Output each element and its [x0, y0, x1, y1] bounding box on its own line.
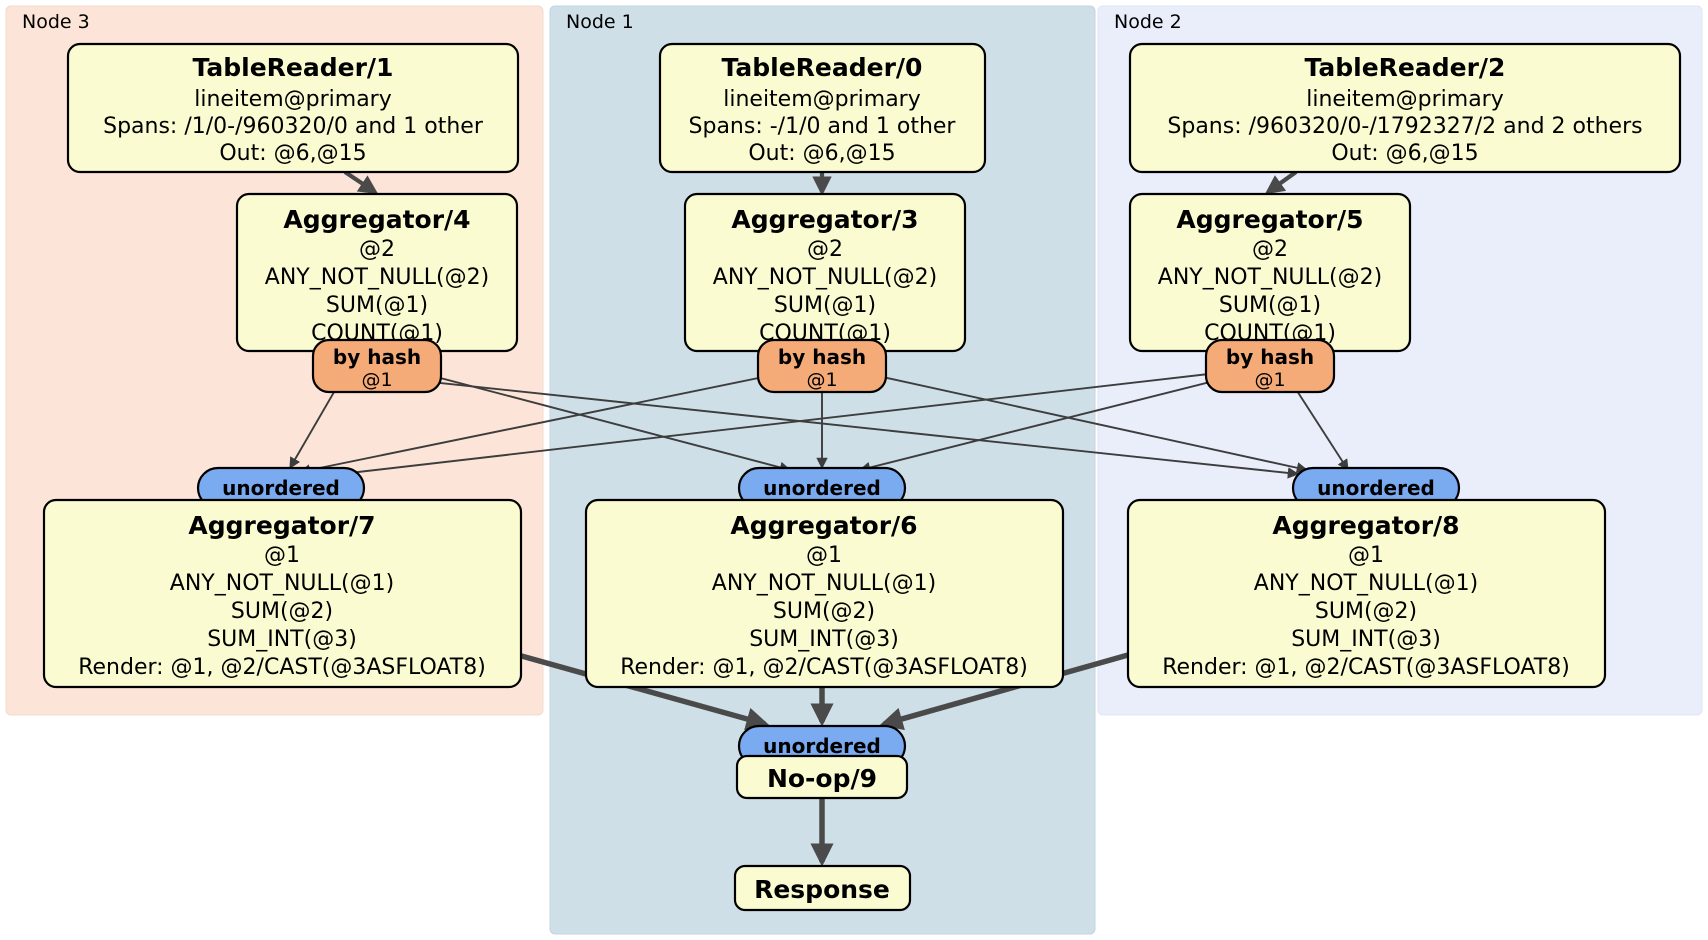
aggregator8-line-4: Render: @1, @2/CAST(@3ASFLOAT8): [1162, 655, 1570, 680]
aggregator3-line-2: SUM(@1): [774, 293, 876, 318]
aggregator8-title: Aggregator/8: [1272, 511, 1459, 540]
processor-tablereader2[interactable]: TableReader/2 lineitem@primary Spans: /9…: [1128, 42, 1682, 174]
edge-tablereader1-to-aggregator4: [343, 170, 379, 195]
hash-right-label: by hash: [1226, 345, 1314, 369]
noop9-title: No-op/9: [767, 764, 877, 793]
aggregator7-line-3: SUM_INT(@3): [207, 627, 357, 652]
tablereader0-line-2: Out: @6,@15: [748, 141, 895, 166]
tablereader1-line-0: lineitem@primary: [194, 87, 392, 112]
processor-response[interactable]: Response: [733, 864, 912, 912]
synchronizer-unordered-right[interactable]: unordered: [1291, 466, 1461, 510]
tablereader2-line-2: Out: @6,@15: [1331, 141, 1478, 166]
edge-hashcenter-to-unordered-left: [298, 373, 779, 476]
response-title: Response: [754, 875, 890, 904]
hash-left-sublabel: @1: [361, 369, 392, 391]
processor-aggregator4[interactable]: Aggregator/4 @2 ANY_NOT_NULL(@2) SUM(@1)…: [235, 192, 519, 353]
synchronizer-unordered-left[interactable]: unordered: [196, 466, 366, 510]
aggregator4-line-1: ANY_NOT_NULL(@2): [265, 265, 489, 290]
panel-node1-label: Node 1: [566, 11, 634, 33]
synchronizer-unordered-center[interactable]: unordered: [737, 466, 907, 510]
hash-center-label: by hash: [778, 345, 866, 369]
unordered-center-label: unordered: [763, 476, 881, 500]
unordered-right-label: unordered: [1317, 476, 1435, 500]
aggregator6-line-1: ANY_NOT_NULL(@1): [712, 571, 936, 596]
hash-center-sublabel: @1: [806, 369, 837, 391]
tablereader2-line-1: Spans: /960320/0-/1792327/2 and 2 others: [1167, 114, 1642, 139]
hash-right-sublabel: @1: [1254, 369, 1285, 391]
aggregator6-line-4: Render: @1, @2/CAST(@3ASFLOAT8): [620, 655, 1028, 680]
aggregator5-line-1: ANY_NOT_NULL(@2): [1158, 265, 1382, 290]
router-hash-left[interactable]: by hash @1: [311, 338, 443, 394]
aggregator8-line-3: SUM_INT(@3): [1291, 627, 1441, 652]
tablereader1-line-2: Out: @6,@15: [219, 141, 366, 166]
aggregator5-line-0: @2: [1252, 237, 1288, 262]
tablereader0-title: TableReader/0: [722, 53, 923, 82]
processor-aggregator3[interactable]: Aggregator/3 @2 ANY_NOT_NULL(@2) SUM(@1)…: [683, 192, 967, 353]
tablereader2-line-0: lineitem@primary: [1306, 87, 1504, 112]
unordered-left-label: unordered: [222, 476, 340, 500]
tablereader2-title: TableReader/2: [1305, 53, 1506, 82]
router-hash-center[interactable]: by hash @1: [756, 338, 888, 394]
aggregator5-line-2: SUM(@1): [1219, 293, 1321, 318]
tablereader0-line-0: lineitem@primary: [723, 87, 921, 112]
tablereader1-title: TableReader/1: [193, 53, 394, 82]
aggregator6-line-3: SUM_INT(@3): [749, 627, 899, 652]
aggregator3-title: Aggregator/3: [731, 205, 918, 234]
aggregator7-line-4: Render: @1, @2/CAST(@3ASFLOAT8): [78, 655, 486, 680]
processor-tablereader1[interactable]: TableReader/1 lineitem@primary Spans: /1…: [66, 42, 520, 174]
tablereader1-line-1: Spans: /1/0-/960320/0 and 1 other: [103, 114, 484, 139]
edge-hashright-to-unordered-right: [1289, 379, 1349, 471]
aggregator8-line-2: SUM(@2): [1315, 599, 1417, 624]
processor-aggregator8[interactable]: Aggregator/8 @1 ANY_NOT_NULL(@1) SUM(@2)…: [1126, 498, 1607, 689]
aggregator7-line-0: @1: [264, 543, 300, 568]
aggregator7-title: Aggregator/7: [188, 511, 375, 540]
hash-left-label: by hash: [333, 345, 421, 369]
aggregator4-line-2: SUM(@1): [326, 293, 428, 318]
edge-hashright-to-unordered-left: [304, 371, 1227, 483]
processor-tablereader0[interactable]: TableReader/0 lineitem@primary Spans: -/…: [658, 42, 987, 174]
aggregator8-line-1: ANY_NOT_NULL(@1): [1254, 571, 1478, 596]
panel-node2-label: Node 2: [1114, 11, 1182, 33]
unordered-final-label: unordered: [763, 734, 881, 758]
processor-aggregator5[interactable]: Aggregator/5 @2 ANY_NOT_NULL(@2) SUM(@1)…: [1128, 192, 1412, 353]
tablereader0-line-1: Spans: -/1/0 and 1 other: [689, 114, 957, 139]
aggregator4-title: Aggregator/4: [283, 205, 470, 234]
edge-hashleft-to-unordered-right: [411, 379, 1300, 479]
aggregator7-line-2: SUM(@2): [231, 599, 333, 624]
aggregator6-title: Aggregator/6: [730, 511, 917, 540]
processor-aggregator7[interactable]: Aggregator/7 @1 ANY_NOT_NULL(@1) SUM(@2)…: [42, 498, 523, 689]
aggregator6-line-2: SUM(@2): [773, 599, 875, 624]
aggregator8-line-0: @1: [1348, 543, 1384, 568]
processor-aggregator6[interactable]: Aggregator/6 @1 ANY_NOT_NULL(@1) SUM(@2)…: [584, 498, 1065, 689]
panel-node3-label: Node 3: [22, 11, 90, 33]
aggregator3-line-1: ANY_NOT_NULL(@2): [713, 265, 937, 290]
aggregator7-line-1: ANY_NOT_NULL(@1): [170, 571, 394, 596]
edge-tablereader2-to-aggregator5: [1264, 170, 1298, 195]
edge-aggregator8-to-unordered-final: [879, 652, 1129, 731]
aggregator4-line-0: @2: [359, 237, 395, 262]
edge-hashleft-to-unordered-left: [289, 379, 342, 469]
router-hash-right[interactable]: by hash @1: [1204, 338, 1336, 394]
aggregator5-title: Aggregator/5: [1176, 205, 1363, 234]
edge-hashcenter-to-unordered-right: [868, 373, 1309, 474]
edge-hashright-to-unordered-center: [858, 377, 1227, 474]
aggregator6-line-0: @1: [806, 543, 842, 568]
aggregator3-line-0: @2: [807, 237, 843, 262]
edge-aggregator7-to-unordered-final: [517, 652, 770, 731]
processor-noop9[interactable]: No-op/9: [735, 754, 909, 800]
